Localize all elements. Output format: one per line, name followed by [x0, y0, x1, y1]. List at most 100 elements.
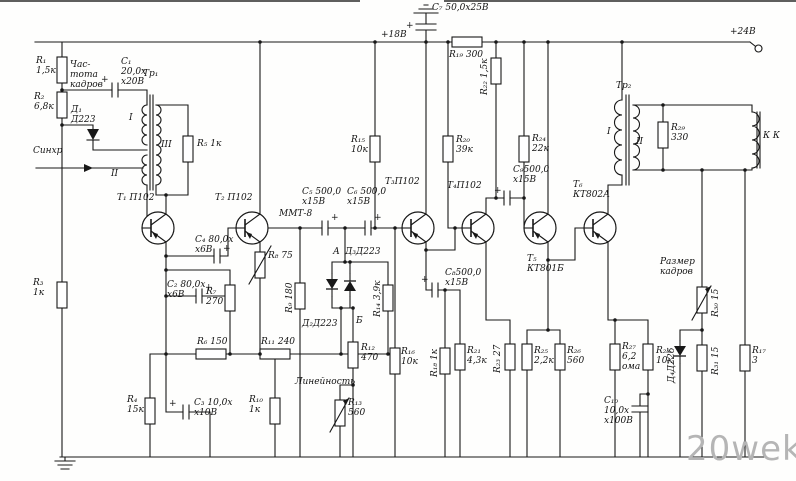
deflection-coil-KK — [751, 111, 760, 169]
label-R20: R₂₀ 39к — [456, 135, 473, 156]
label-Tr1-winding3: III — [161, 140, 172, 150]
resistor-R28-body — [642, 343, 654, 371]
label-C1-polarity: + — [101, 75, 109, 85]
resistor-R1-body — [56, 56, 68, 84]
label-T5: Т₅ КТ801Б — [527, 254, 564, 275]
resistor-R10-body — [269, 397, 281, 425]
resistor-R14-body — [382, 284, 394, 312]
label-R17: R₁₇ 3 — [752, 346, 766, 367]
label-R8: R₈ 75 — [268, 251, 293, 261]
diode-D1 — [86, 129, 100, 141]
capacitor-plates — [111, 23, 649, 420]
label-D1: Д₁ Д223 — [71, 105, 96, 126]
resistor-R12-body — [347, 341, 359, 369]
label-linearity: Линейность — [295, 377, 356, 387]
resistor-R6-body — [195, 348, 227, 360]
diode-D2 — [325, 272, 339, 298]
label-frame-frequency: Час- тота кадров — [70, 60, 103, 91]
sync-arrowhead — [84, 164, 93, 172]
label-R21: R₂₁ 4,3к — [467, 346, 487, 367]
resistor-R4-body — [144, 397, 156, 425]
label-C4: C₄ 80,0х х6В — [195, 235, 234, 256]
label-R26: R₂₆ 560 — [567, 346, 585, 367]
label-R15: R₁₅ 10к — [351, 135, 368, 156]
label-point-B: Б — [356, 316, 363, 326]
label-R18: R₁₈ 1к — [430, 349, 440, 377]
junction-dots — [60, 40, 747, 396]
label-C2: C₂ 80,0х х6В — [167, 280, 206, 301]
supply-terminal — [754, 44, 763, 53]
transistor-T5 — [523, 211, 557, 245]
diode-D3 — [343, 272, 357, 298]
label-C8-polarity: + — [421, 275, 429, 285]
label-Tr1: Тр₁ — [143, 69, 159, 79]
pot-R13-arrow — [329, 397, 350, 433]
transformer-Tr1 — [141, 104, 162, 186]
label-R12: R₁₂ 470 — [361, 343, 379, 364]
label-R13: R₁₃ 560 — [348, 398, 366, 419]
resistor-R29-body — [657, 121, 669, 149]
label-C10: C₁₀ 10,0х х100В — [604, 396, 633, 427]
label-R23: R₂₃ 27 — [493, 344, 503, 373]
label-R3: R₃ 1к — [33, 278, 45, 299]
label-R27: R₂₇ 6,2 ома — [622, 342, 641, 373]
resistor-R21-body — [454, 343, 466, 371]
resistor-R7-body — [224, 284, 236, 312]
label-R31: R₃₁ 15 — [711, 346, 721, 375]
label-R29: R₂₉ 330 — [671, 123, 689, 144]
label-sync-input: Синхр — [33, 146, 63, 156]
ground-symbol-top — [413, 4, 439, 14]
label-Tr1-winding2: II — [111, 169, 119, 179]
label-supply-18v: +18В — [381, 30, 407, 40]
resistor-R30-body — [696, 286, 708, 314]
transistor-T6 — [583, 211, 617, 245]
label-Tr2-winding1: I — [607, 127, 611, 137]
label-C3-polarity: + — [169, 399, 177, 409]
resistor-R27-body — [609, 343, 621, 371]
resistor-R18-body — [439, 347, 451, 375]
resistor-R11-body — [259, 348, 291, 360]
resistor-R15-body — [369, 135, 381, 163]
transistor-T2 — [235, 211, 269, 245]
label-T1: Т₁ П102 — [117, 193, 155, 203]
label-C6: C₆ 500,0 х15В — [347, 187, 387, 208]
pot-R30-arrow — [691, 285, 712, 321]
label-D2: Д₂Д223 — [302, 319, 338, 329]
label-R19: R₁₉ 300 — [449, 50, 484, 60]
label-R7: R₇ 270 — [206, 287, 224, 308]
label-T4: Т₄П102 — [447, 181, 482, 191]
resistor-R22-body — [490, 57, 502, 85]
label-C5-polarity: + — [331, 213, 339, 223]
label-R30: R₃₀ 15 — [711, 288, 721, 317]
resistor-R31-body — [696, 344, 708, 372]
label-R10: R₁₀ 1к — [249, 395, 263, 416]
label-C1: C₁ 20,0х х20В — [121, 57, 147, 88]
resistor-R2-body — [56, 91, 68, 119]
transistor-T4 — [461, 211, 495, 245]
label-C9: C₉500,0 х15В — [513, 165, 550, 186]
thermistor-R8-strike — [248, 245, 272, 285]
label-R1: R₁ 1,5к — [36, 56, 56, 77]
label-point-A: А — [333, 247, 340, 257]
resistor-R5-body — [182, 135, 194, 163]
label-C2-polarity: + — [205, 283, 213, 293]
label-C7: C₇ 50,0х25В — [432, 3, 489, 13]
label-R4: R₄ 15к — [127, 395, 144, 416]
res istor-R24-body — [518, 135, 530, 163]
label-C7-polarity: + — [406, 21, 414, 31]
label-frame-coils: К К — [763, 131, 780, 141]
watermark: 20wek — [686, 429, 796, 469]
label-C5: C₅ 500,0 х15В — [302, 187, 342, 208]
resistor-R20-body — [442, 135, 454, 163]
label-T2: Т₂ П102 — [215, 193, 253, 203]
resistor-R17-body — [739, 344, 751, 372]
label-R14: R₁₄ 3,9к — [373, 280, 383, 317]
resistor-R19-body — [451, 36, 483, 48]
label-R25: R₂₅ 2,2к — [534, 346, 554, 367]
label-T6: Т₆ КТ802А — [573, 180, 610, 201]
label-C8: C₈500,0 х15В — [445, 268, 482, 289]
label-MMT8: ММТ-8 — [279, 209, 313, 219]
resistor-R3-body — [56, 281, 68, 309]
label-Tr1-winding1: I — [129, 113, 133, 123]
